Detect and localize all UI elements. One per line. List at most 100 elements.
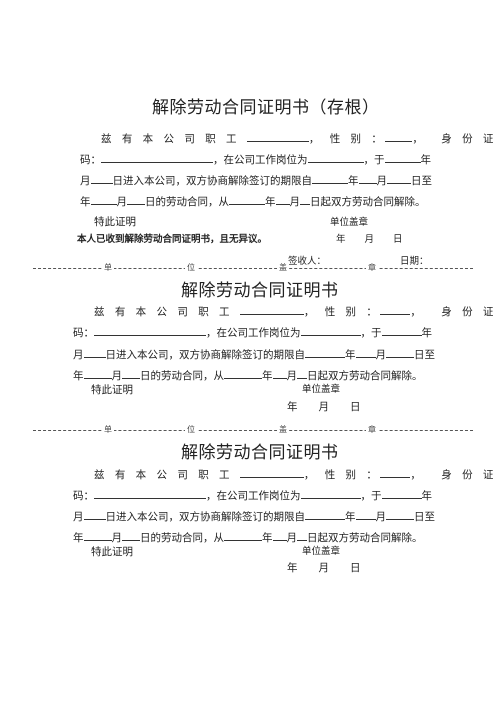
stub-l1e: 身 份 证 号 — [441, 133, 496, 145]
stub-certify: 特此证明 — [94, 216, 136, 228]
cert2-term-day-blank — [386, 346, 414, 358]
cert2-date: 年 月 日 — [287, 401, 361, 413]
cert2-l1c: 性 别 ： — [324, 306, 381, 318]
stub-l4b: 月 — [116, 196, 128, 208]
stub-employee-name-blank — [246, 130, 309, 142]
cert3-l2c: ，于 — [360, 490, 382, 502]
cert2-l1e: 身 份 证 号 — [441, 306, 496, 318]
certificate-title-2: 解除劳动合同证明书 — [181, 281, 339, 301]
cert2-l3b: 日进入本公司，双方协商解除签订的期限自 — [105, 349, 306, 361]
cert2-line-3: 月日进入本公司，双方协商解除签订的期限自年月日至 — [73, 346, 435, 362]
stub-l4c: 日的劳动合同，从 — [145, 196, 229, 208]
cert3-position-blank — [300, 487, 361, 499]
cert3-employee-name-blank — [239, 466, 304, 478]
cert3-dissolve-year-blank — [224, 529, 262, 541]
stub-signer-label: 签收人： — [288, 256, 327, 267]
stub-l1b: ， — [308, 133, 323, 145]
cert3-l1b: ， — [303, 469, 318, 481]
tear-label-2c: 盖 — [277, 424, 289, 435]
stub-l3d: 月 — [376, 175, 388, 187]
stub-l4d: 年 — [265, 196, 276, 208]
stub-l3c: 年 — [348, 175, 359, 187]
cert3-l4d: 年 — [262, 532, 273, 544]
stub-l2b: ，在公司工作岗位为 — [213, 154, 308, 166]
certificate-title-3: 解除劳动合同证明书 — [181, 443, 339, 463]
cert3-end-month-pre-blank — [83, 529, 112, 541]
stub-dissolve-year-blank — [229, 193, 265, 205]
cert3-date: 年 月 日 — [287, 562, 361, 574]
tear-label-2d: 章 — [366, 424, 378, 435]
stub-gender-blank — [385, 130, 413, 142]
stub-l4a: 年 — [80, 196, 91, 208]
cert3-l3c: 年 — [345, 511, 356, 523]
cert3-l3e: 日至 — [414, 511, 435, 523]
stub-l1d: ， — [412, 133, 427, 145]
cert3-end-day-blank — [122, 529, 140, 541]
cert2-l4a: 年 — [73, 370, 84, 382]
cert3-l3b: 日进入本公司，双方协商解除签订的期限自 — [105, 511, 306, 523]
tear-label-2a: 单 — [102, 424, 114, 435]
cert2-end-day-blank — [122, 367, 140, 379]
cert2-l2d: 年 — [421, 327, 433, 339]
cert3-l4c: 日的劳动合同，从 — [140, 532, 224, 544]
cert3-start-year-blank — [381, 487, 422, 499]
cert2-l1d: ， — [410, 306, 425, 318]
cert2-l2a: 码： — [73, 327, 94, 339]
stub-line-2: 码： ，在公司工作岗位为 ，于 年 — [80, 151, 431, 167]
cert3-dissolve-day-blank — [297, 529, 307, 541]
cert3-gender-blank — [380, 466, 411, 478]
cert3-l3d: 月 — [375, 511, 387, 523]
stub-dissolve-month-blank — [275, 193, 290, 205]
cert2-l4c: 日的劳动合同，从 — [140, 370, 224, 382]
cert2-l4b: 月 — [111, 370, 123, 382]
cert2-l2b: ，在公司工作岗位为 — [206, 327, 301, 339]
cert3-line-4: 年月日的劳动合同，从年月日起双方劳动合同解除。 — [73, 529, 423, 545]
cert3-l4e: 月 — [286, 532, 298, 544]
cert2-employee-name-blank — [239, 303, 304, 315]
stub-receipt-note: 本人已收到解除劳动合同证明书，且无异议。 — [77, 234, 268, 245]
tear-label-1a: 单 — [102, 262, 114, 273]
tear-label-1d: 章 — [366, 262, 378, 273]
stub-l2d: 年 — [420, 154, 432, 166]
stub-start-month-blank — [90, 172, 113, 184]
cert2-start-year-blank — [381, 324, 422, 336]
cert3-l1a: 兹 有 本 公 司 职 工 — [94, 469, 234, 481]
cert2-l1b: ， — [303, 306, 318, 318]
cert3-term-year-blank — [305, 508, 345, 520]
stub-id-blank — [101, 151, 213, 163]
cert3-certify: 特此证明 — [91, 546, 133, 558]
stub-term-day-blank — [387, 172, 411, 184]
stub-l4e: 月 — [289, 196, 301, 208]
cert3-l2b: ，在公司工作岗位为 — [206, 490, 301, 502]
stub-term-year-blank — [312, 172, 348, 184]
stub-l3a: 月 — [80, 175, 91, 187]
stub-l2c: ，于 — [363, 154, 385, 166]
cert2-dissolve-day-blank — [297, 367, 307, 379]
cert2-l3d: 月 — [375, 349, 387, 361]
tear-line-1 — [33, 268, 473, 269]
cert3-line-1: 兹 有 本 公 司 职 工 ， 性 别 ：， 身 份 证 号 — [94, 466, 496, 482]
cert3-id-blank — [94, 487, 206, 499]
cert2-dissolve-year-blank — [224, 367, 262, 379]
cert2-end-month-pre-blank — [83, 367, 112, 379]
cert2-line-1: 兹 有 本 公 司 职 工 ， 性 别 ：， 身 份 证 号 — [94, 303, 496, 319]
cert3-l1c: 性 别 ： — [324, 469, 381, 481]
cert2-l4e: 月 — [286, 370, 298, 382]
cert3-line-2: 码：，在公司工作岗位为，于年 — [73, 487, 432, 503]
cert2-l3a: 月 — [73, 349, 84, 361]
cert3-start-month-blank — [83, 508, 106, 520]
cert2-l2c: ，于 — [360, 327, 382, 339]
cert3-l2a: 码： — [73, 490, 94, 502]
cert3-term-month-blank — [355, 508, 376, 520]
stub-term-month-blank — [358, 172, 377, 184]
cert2-l3e: 日至 — [414, 349, 435, 361]
cert2-seal: 单位盖章 — [302, 384, 341, 395]
cert3-term-day-blank — [386, 508, 414, 520]
stub-l3e: 日至 — [411, 175, 432, 187]
stub-line-3: 月日进入本公司，双方协商解除签订的期限自年月日至 — [80, 172, 432, 188]
stub-l2a: 码： — [80, 154, 101, 166]
stub-l1c: 性 别 ： — [329, 133, 386, 145]
stub-date: 年 月 日 — [336, 234, 403, 245]
cert2-term-month-blank — [355, 346, 376, 358]
cert2-l4d: 年 — [262, 370, 273, 382]
